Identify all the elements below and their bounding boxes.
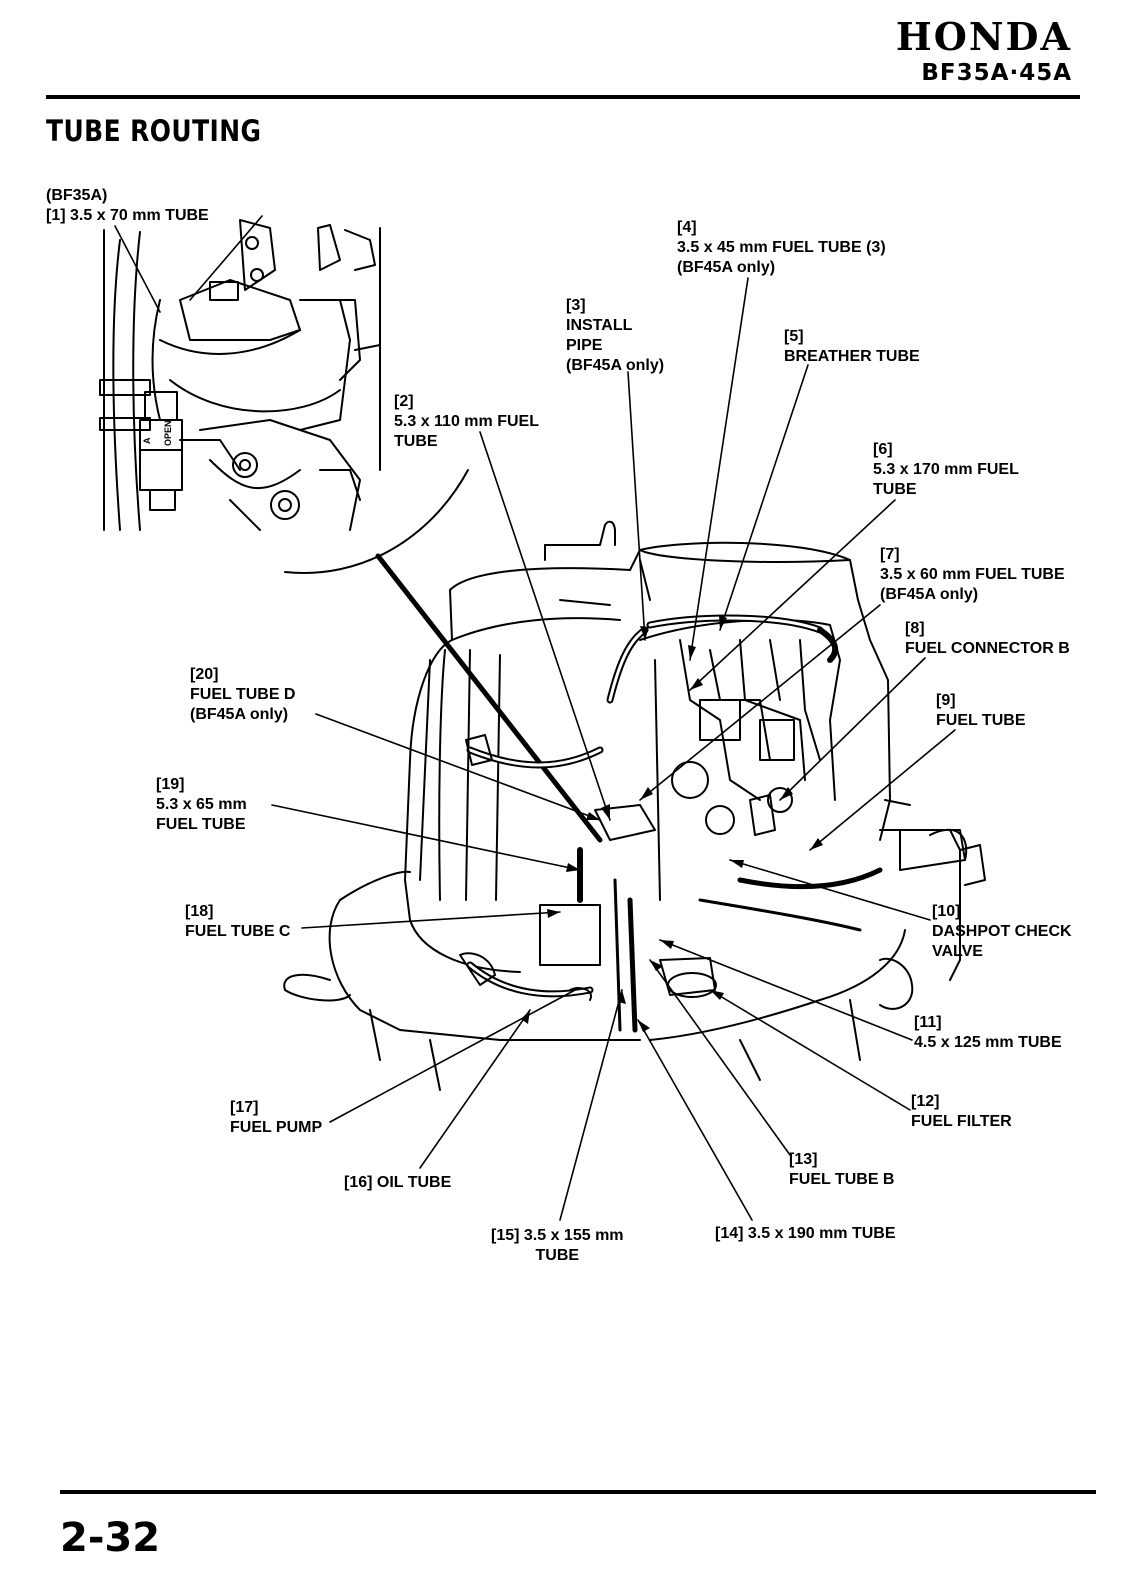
callout-arrowheads [521,615,823,1032]
valve-open-mark: OPEN [163,420,173,446]
callout-9: [9] FUEL TUBE [936,692,1026,729]
callout-1-label: [1] 3.5 x 70 mm TUBE [46,207,209,224]
section-title: TUBE ROUTING [46,114,262,148]
footer-rule [60,1490,1096,1494]
callout-14: [14] 3.5 x 190 mm TUBE [715,1225,896,1242]
inset-leaders [114,215,603,843]
engine-drawing [283,520,986,1091]
callout-2: [2] 5.3 x 110 mm FUEL TUBE [394,393,539,450]
callout-11: [11] 4.5 x 125 mm TUBE [914,1014,1062,1051]
callout-16: [16] OIL TUBE [344,1174,452,1191]
callout-leaders [271,277,956,1221]
inset-caption: (BF35A) [1] 3.5 x 70 mm TUBE [46,186,209,226]
callout-19: [19] 5.3 x 65 mm FUEL TUBE [156,776,247,833]
callout-13: [13] FUEL TUBE B [789,1151,895,1188]
callout-15: [15] 3.5 x 155 mm TUBE [491,1227,624,1264]
callout-17: [17] FUEL PUMP [230,1099,323,1136]
callout-10: [10] DASHPOT CHECK VALVE [932,903,1072,960]
inset-model-label: (BF35A) [46,187,108,204]
callout-3: [3] INSTALL PIPE (BF45A only) [566,297,665,374]
callout-20: [20] FUEL TUBE D (BF45A only) [190,666,296,723]
bf35a-inset-drawing [99,219,381,531]
callout-18: [18] FUEL TUBE C [185,903,291,940]
brand-logo: HONDA [895,14,1072,59]
callout-7: [7] 3.5 x 60 mm FUEL TUBE (BF45A only) [880,546,1065,603]
callout-8: [8] FUEL CONNECTOR B [905,620,1070,657]
callout-5: [5] BREATHER TUBE [784,328,920,365]
model-designation: BF35A·45A [921,60,1072,86]
valve-arrow-mark: A [142,437,152,444]
callout-6: [6] 5.3 x 170 mm FUEL TUBE [873,441,1019,498]
page-number: 2-32 [60,1515,161,1561]
header-rule [46,95,1080,99]
callout-12: [12] FUEL FILTER [911,1093,1012,1130]
callout-4: [4] 3.5 x 45 mm FUEL TUBE (3) (BF45A onl… [677,219,886,276]
